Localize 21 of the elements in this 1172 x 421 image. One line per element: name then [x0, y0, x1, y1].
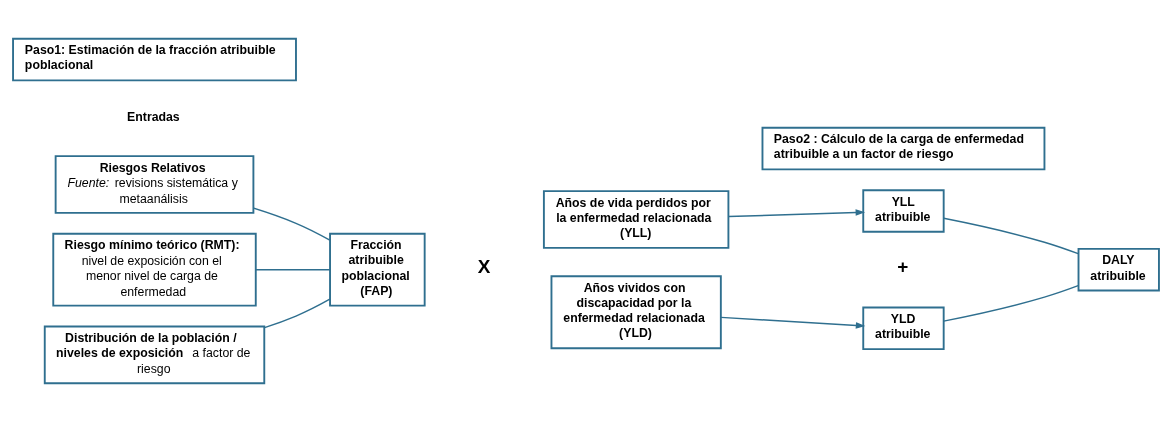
- connector: [255, 268, 331, 270]
- node-box: Fracción atribuible poblacional (FAP): [329, 232, 426, 307]
- arrow: [727, 208, 866, 217]
- connector: [252, 206, 331, 241]
- node-box: Paso2 : Cálculo de la carga de enfermedad atribuible a un factor de riesgo: [761, 126, 1046, 170]
- node-box: Paso1: Estimación de la fracción atribuible poblacional: [12, 37, 297, 81]
- node-box: Distribución de la población / niveles de exposición a factor de riesgo: [43, 325, 266, 384]
- label: +: [897, 255, 909, 277]
- connector: [943, 284, 1079, 322]
- arrow: [720, 316, 866, 329]
- node-box: YLL atribuible: [862, 188, 945, 233]
- connector: [263, 298, 331, 328]
- label: Entradas: [127, 109, 180, 124]
- node-box: Años de vida perdidos por la enfermedad relacionada (YLL): [542, 189, 730, 249]
- node-box: YLD atribuible: [862, 306, 945, 350]
- node-box: Riesgo mínimo teórico (RMT): nivel de exposición con el menor nivel de carga de enfermedad: [52, 232, 257, 307]
- connector: [943, 217, 1079, 254]
- node-box: DALY atribuible: [1077, 247, 1160, 291]
- node-box: Riesgos Relativos Fuente: revisions sistemática y metaanálisis: [54, 154, 255, 214]
- node-box: Años vividos con discapacidad por la enfermedad relacionada (YLD): [550, 274, 722, 349]
- label: X: [477, 255, 491, 277]
